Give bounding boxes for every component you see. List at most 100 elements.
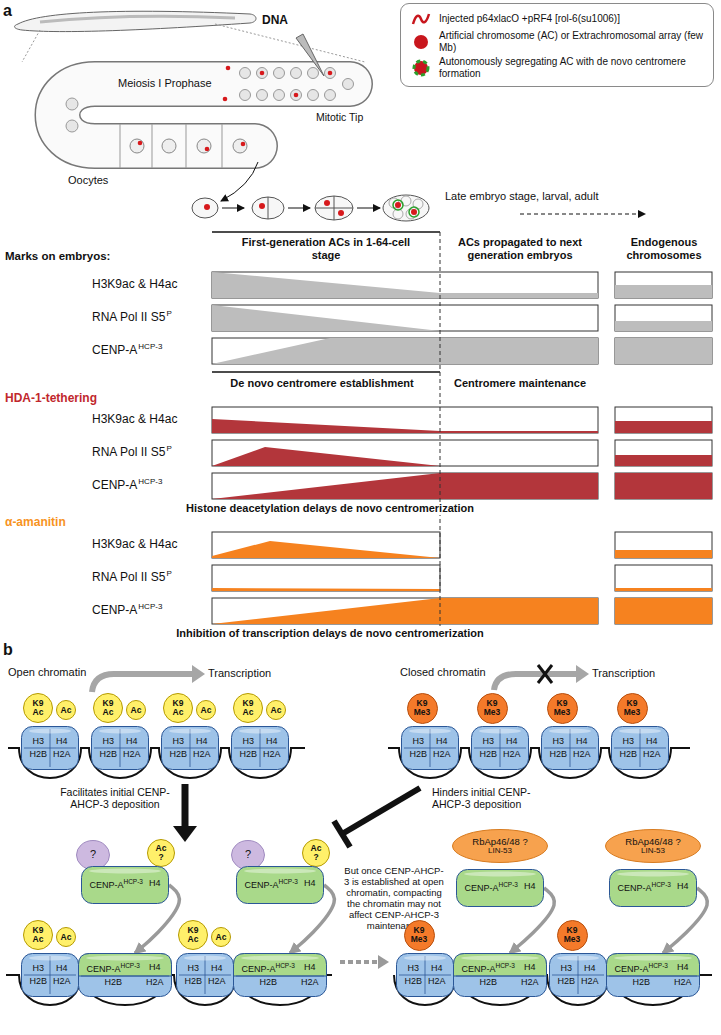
legend-sample [407,10,435,28]
histone-label: H2A [503,749,521,759]
node-content: K9 Me3 [412,699,432,717]
figure-rect [212,565,440,591]
node-content: K9 Ac [99,699,117,717]
figure-line [22,30,40,62]
highlight [244,869,316,874]
node-content: CENP-AHCP-3H4H2BH2A [241,963,318,987]
section-heading: Marks on embryos: [5,250,110,263]
text-cell: H3 [29,737,47,746]
text-cell: H2B [404,977,422,986]
histone-label: H4 [524,962,536,972]
node-content: H3H4H2BH2A [184,964,225,986]
figure-rect [615,440,712,466]
chaperone-blob: ? [231,840,265,870]
figure-circle [325,68,336,79]
histone-label: H2B [557,976,575,986]
acetyl-mark: Ac [196,700,216,720]
figure-line [186,124,187,168]
histone-core [472,727,529,770]
mark-shape [164,694,193,723]
figure-line [357,208,380,209]
text-cell: H4 [433,737,451,746]
text-cell: H2B [99,750,117,759]
figure-circle [223,97,228,102]
histone-core [82,867,169,904]
node-text: K9 Ac [29,699,47,717]
histone-label: H2A [263,749,281,759]
figure-polygon [212,473,598,499]
phase-caption: De novo centromere establishment [209,377,435,390]
methyl-mark: K9 Me3 [404,920,435,951]
node-shape [231,726,289,770]
mark-shape [606,830,701,863]
node-content: CENP-AHCP-3H4 [617,882,688,893]
figure-circle [393,200,403,210]
node-content: CENP-AHCP-3H4H2BH2A [86,963,163,987]
node-content: CENP-AHCP-3H4H2BH2A [461,963,538,987]
mark-shape [617,693,647,723]
part-label: Oocytes [68,174,108,187]
figure-rect [615,455,712,466]
legend-item: Artificial chromosome (AC) or Extrachrom… [407,30,707,54]
treatment-heading: α-amanitin [5,516,66,530]
histone-label: H3 [552,736,564,746]
cenp-a-half [454,954,547,977]
highlight [479,729,521,734]
figure-line [538,665,552,683]
part-label: Meiosis I Prophase [118,77,212,90]
figure-polygon [212,598,598,624]
superscript: HCP-3 [138,602,162,611]
figure-circle [241,142,246,147]
mark-shape [547,693,577,723]
histone-label: CENP-A [244,880,278,890]
process-label: Transcription [208,667,271,680]
incoming-cenp-a-nucleosome: CENP-AHCP-3H4 [81,866,169,904]
figure-line [440,232,441,626]
node-shape [471,726,529,770]
figure-rect [615,565,712,591]
mark-shape [24,921,53,950]
figure-g [212,272,712,364]
methyl-mark: K9 Me3 [477,693,508,724]
histone-core [607,954,700,997]
mark-shape [24,694,53,723]
highlight [184,956,226,961]
node-text: Ac [201,706,212,715]
node-shape [541,726,599,770]
histone-label: H4 [196,736,208,746]
figure-rect [615,588,712,591]
node-content: H3H4H2BH2A [557,964,598,986]
figure-rect [615,338,712,364]
node-content: Ac [61,933,72,942]
histone-label: H4 [149,962,161,972]
histone-core [22,727,79,770]
chaperone-blob: RbAp46/48 ?LIN-53 [605,829,701,863]
node-text: K9 Me3 [552,699,572,717]
histone-divider [430,729,431,767]
figure-circle [411,209,417,215]
histone-label: H4 [304,962,316,972]
methyl-mark: K9 Me3 [547,693,578,724]
figure-line [520,214,645,215]
figure-ellipse [252,197,284,219]
histone-label: H3 [102,736,114,746]
mark-shape [197,701,216,720]
figure-circle [257,68,268,79]
histone-label: H4 [576,736,588,746]
histone-divider [640,729,641,767]
figure-ellipse [383,195,429,221]
figure-rect [615,321,712,331]
histone-label: H4 [149,878,161,888]
figure-rect [615,532,712,558]
node-text: K9 Ac [29,926,47,944]
histone-label: H2A [146,977,164,987]
histone-core [177,954,234,997]
node-content: Ac [131,706,142,715]
histone-core [397,954,454,997]
figure-path [58,84,351,146]
histone-label: H4 [436,736,448,746]
histone-core [22,954,79,997]
text-cell: H3 [404,964,422,973]
histone-label: CENP-A [89,880,123,890]
effect-note: But once CENP-AHCP-3 is established at o… [342,866,446,932]
